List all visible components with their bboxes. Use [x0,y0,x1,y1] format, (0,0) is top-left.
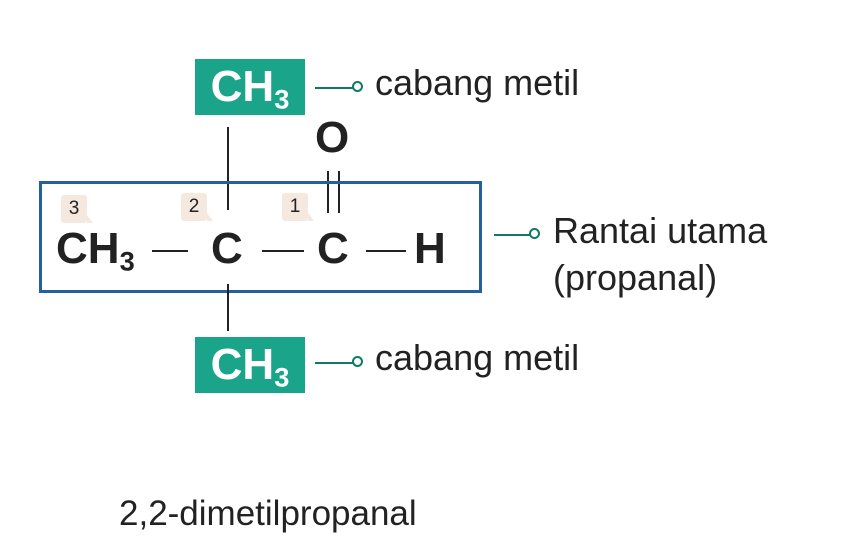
top-methyl-subscript: 3 [274,83,290,115]
oxygen-atom: O [315,113,350,162]
bottom-annotation-connector [315,362,355,364]
chain-atom-c1: C [317,224,349,273]
chain-annotation-dot [529,228,540,239]
main-chain-annotation-line1: Rantai utama [553,210,768,251]
carbon-number-1: 1 [282,193,314,221]
bond-c1-h [366,250,406,252]
carbon-number-3: 3 [61,195,93,223]
main-chain-annotation-line2: (propanal) [553,257,718,298]
top-annotation-connector [315,87,355,89]
bottom-methyl-subscript: 3 [274,361,290,393]
top-methyl-label: CH [210,62,275,111]
chain-atom-h: H [414,224,446,273]
double-bond-line-1 [327,171,329,213]
chain-annotation-connector [494,234,532,236]
bottom-methyl-label: CH [210,340,275,389]
bottom-methyl-branch: CH3 [195,337,305,393]
main-chain-frame [39,181,482,293]
bond-bottom-branch [227,284,229,331]
compound-name: 2,2-dimetilpropanal [119,494,417,533]
chain-atom-c2: C [211,224,243,273]
top-methyl-branch: CH3 [195,59,305,115]
top-branch-annotation: cabang metil [375,62,580,103]
chain-atom-ch3-label: CH [56,224,120,273]
chain-atom-ch3: CH3 [56,224,135,277]
bond-c2-c1 [262,250,304,252]
bottom-annotation-dot [352,356,363,367]
chain-atom-ch3-subscript: 3 [119,245,135,277]
top-annotation-dot [352,81,363,92]
bond-top-branch [227,127,229,210]
bottom-branch-annotation: cabang metil [375,337,580,378]
carbon-number-2: 2 [181,193,213,221]
double-bond-line-2 [338,171,340,213]
bond-c3-c2 [152,250,188,252]
